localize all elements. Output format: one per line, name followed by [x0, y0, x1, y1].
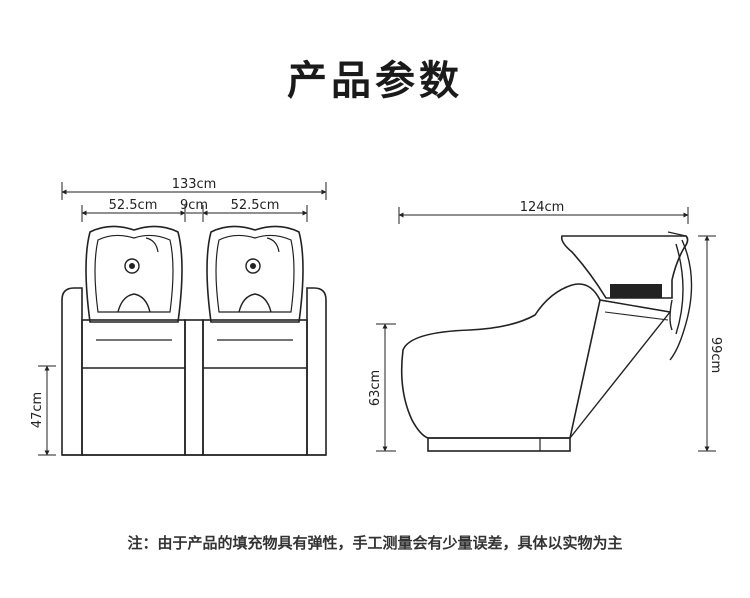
side-total-height-dimension: [698, 235, 716, 452]
side-base: [427, 437, 571, 452]
side-total-height-label: 99cm: [708, 337, 723, 373]
side-basin: [560, 235, 689, 299]
total-width-label: 133cm: [172, 177, 217, 192]
bowl-width-left-label: 52.5cm: [109, 198, 158, 213]
side-length-dimension: [398, 207, 689, 224]
side-length-label: 124cm: [520, 200, 565, 215]
right-basin: [206, 225, 304, 323]
side-view: [376, 207, 716, 452]
front-chair-body: [61, 287, 327, 456]
side-chair-body: [400, 283, 601, 439]
page-title: 产品参数: [287, 58, 463, 104]
front-view: [38, 182, 327, 456]
bowl-width-right-label: 52.5cm: [231, 198, 280, 213]
gap-label: 9cm: [180, 198, 208, 213]
side-seat-height-dimension: [376, 323, 396, 452]
side-seat-height-label: 63cm: [368, 370, 383, 406]
shower-hose: [669, 239, 693, 361]
sub-width-dimensions: [81, 205, 308, 222]
neck-rest: [610, 284, 662, 298]
left-basin: [85, 225, 183, 323]
front-height-dimension: [38, 365, 56, 456]
disclaimer-note: 注：由于产品的填充物具有弹性，手工测量会有少量误差，具体以实物为主: [127, 534, 623, 552]
front-seat-height-label: 47cm: [30, 392, 45, 428]
total-width-dimension: [61, 182, 327, 200]
